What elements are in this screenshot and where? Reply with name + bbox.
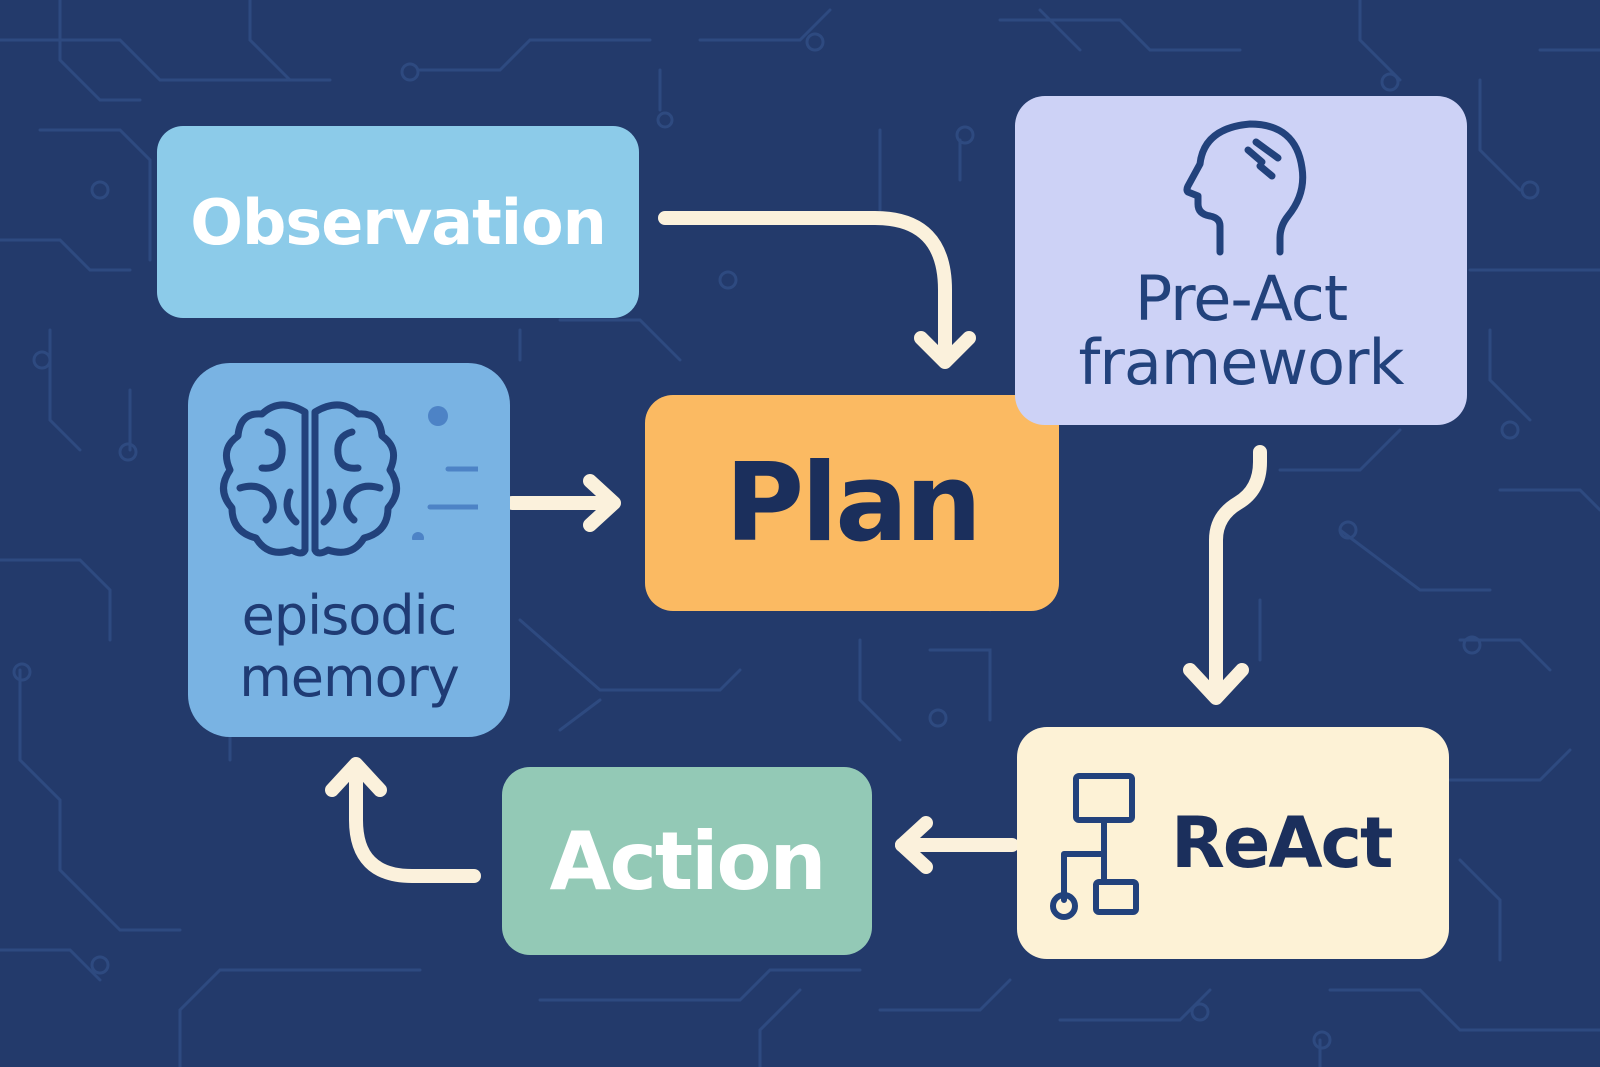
arrowhead-preact-to-react xyxy=(1183,663,1249,705)
observation-label: Observation xyxy=(190,185,606,259)
arrow-observation-to-plan xyxy=(658,211,952,367)
arrowhead-observation-to-plan xyxy=(914,331,976,369)
preact-framework-node: Pre-Act framework xyxy=(1015,96,1467,425)
observation-node: Observation xyxy=(157,126,639,318)
arrow-action-to-memory xyxy=(349,759,481,883)
memory-decoration-icon xyxy=(412,406,478,540)
plan-node: Plan xyxy=(645,395,1059,611)
action-node: Action xyxy=(502,767,872,955)
flowchart-icon xyxy=(1050,773,1139,920)
react-node: ReAct xyxy=(1017,727,1449,959)
preact-framework-label: Pre-Act framework xyxy=(1078,262,1405,399)
brain-icon xyxy=(220,401,400,557)
arrowhead-action-to-memory xyxy=(325,757,387,797)
arrowhead-memory-to-plan xyxy=(583,474,621,532)
plan-label: Plan xyxy=(725,440,982,566)
arrow-preact-to-react xyxy=(1209,445,1267,703)
head-icon xyxy=(1183,120,1307,256)
react-label: ReAct xyxy=(1171,802,1394,884)
episodic-memory-label: episodic memory xyxy=(239,584,460,709)
action-label: Action xyxy=(549,814,827,908)
arrowhead-react-to-action xyxy=(895,816,933,874)
